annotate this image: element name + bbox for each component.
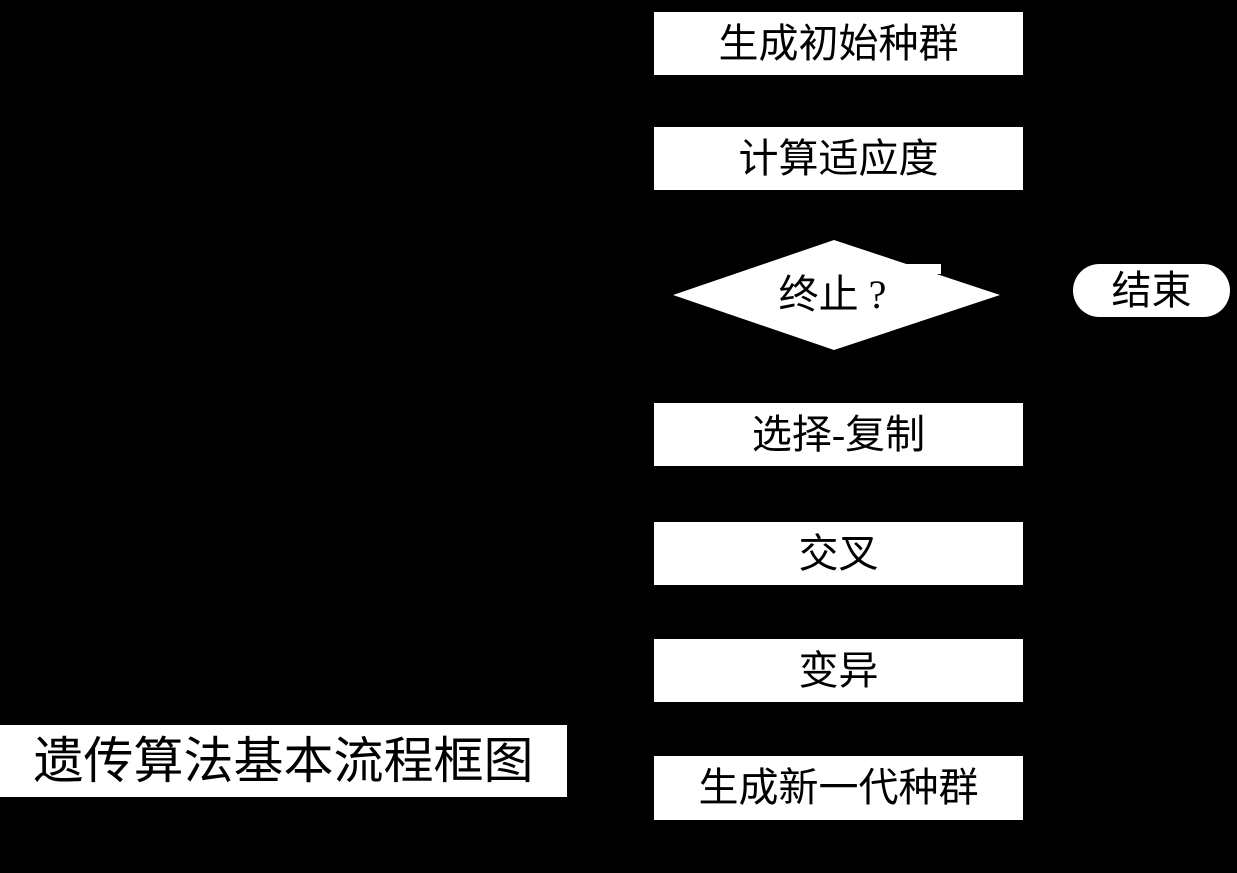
- flow-node-generate-initial-population: 生成初始种群: [654, 12, 1023, 75]
- decision-label: 终止 ?: [778, 272, 887, 317]
- flow-node-terminate-decision: 终止 ?: [660, 238, 1005, 352]
- diamond-edge-notch: [903, 264, 941, 274]
- diagram-caption: 遗传算法基本流程框图: [0, 725, 567, 797]
- flow-node-compute-fitness: 计算适应度: [654, 127, 1023, 190]
- flow-node-selection-copy: 选择-复制: [654, 403, 1023, 466]
- flow-node-mutation: 变异: [654, 639, 1023, 702]
- diamond-polygon: [673, 240, 1000, 350]
- flow-node-end-terminal: 结束: [1073, 264, 1230, 317]
- decision-diamond-shape: [673, 240, 1000, 350]
- flow-node-crossover: 交叉: [654, 522, 1023, 585]
- flow-node-generate-new-generation: 生成新一代种群: [654, 756, 1023, 820]
